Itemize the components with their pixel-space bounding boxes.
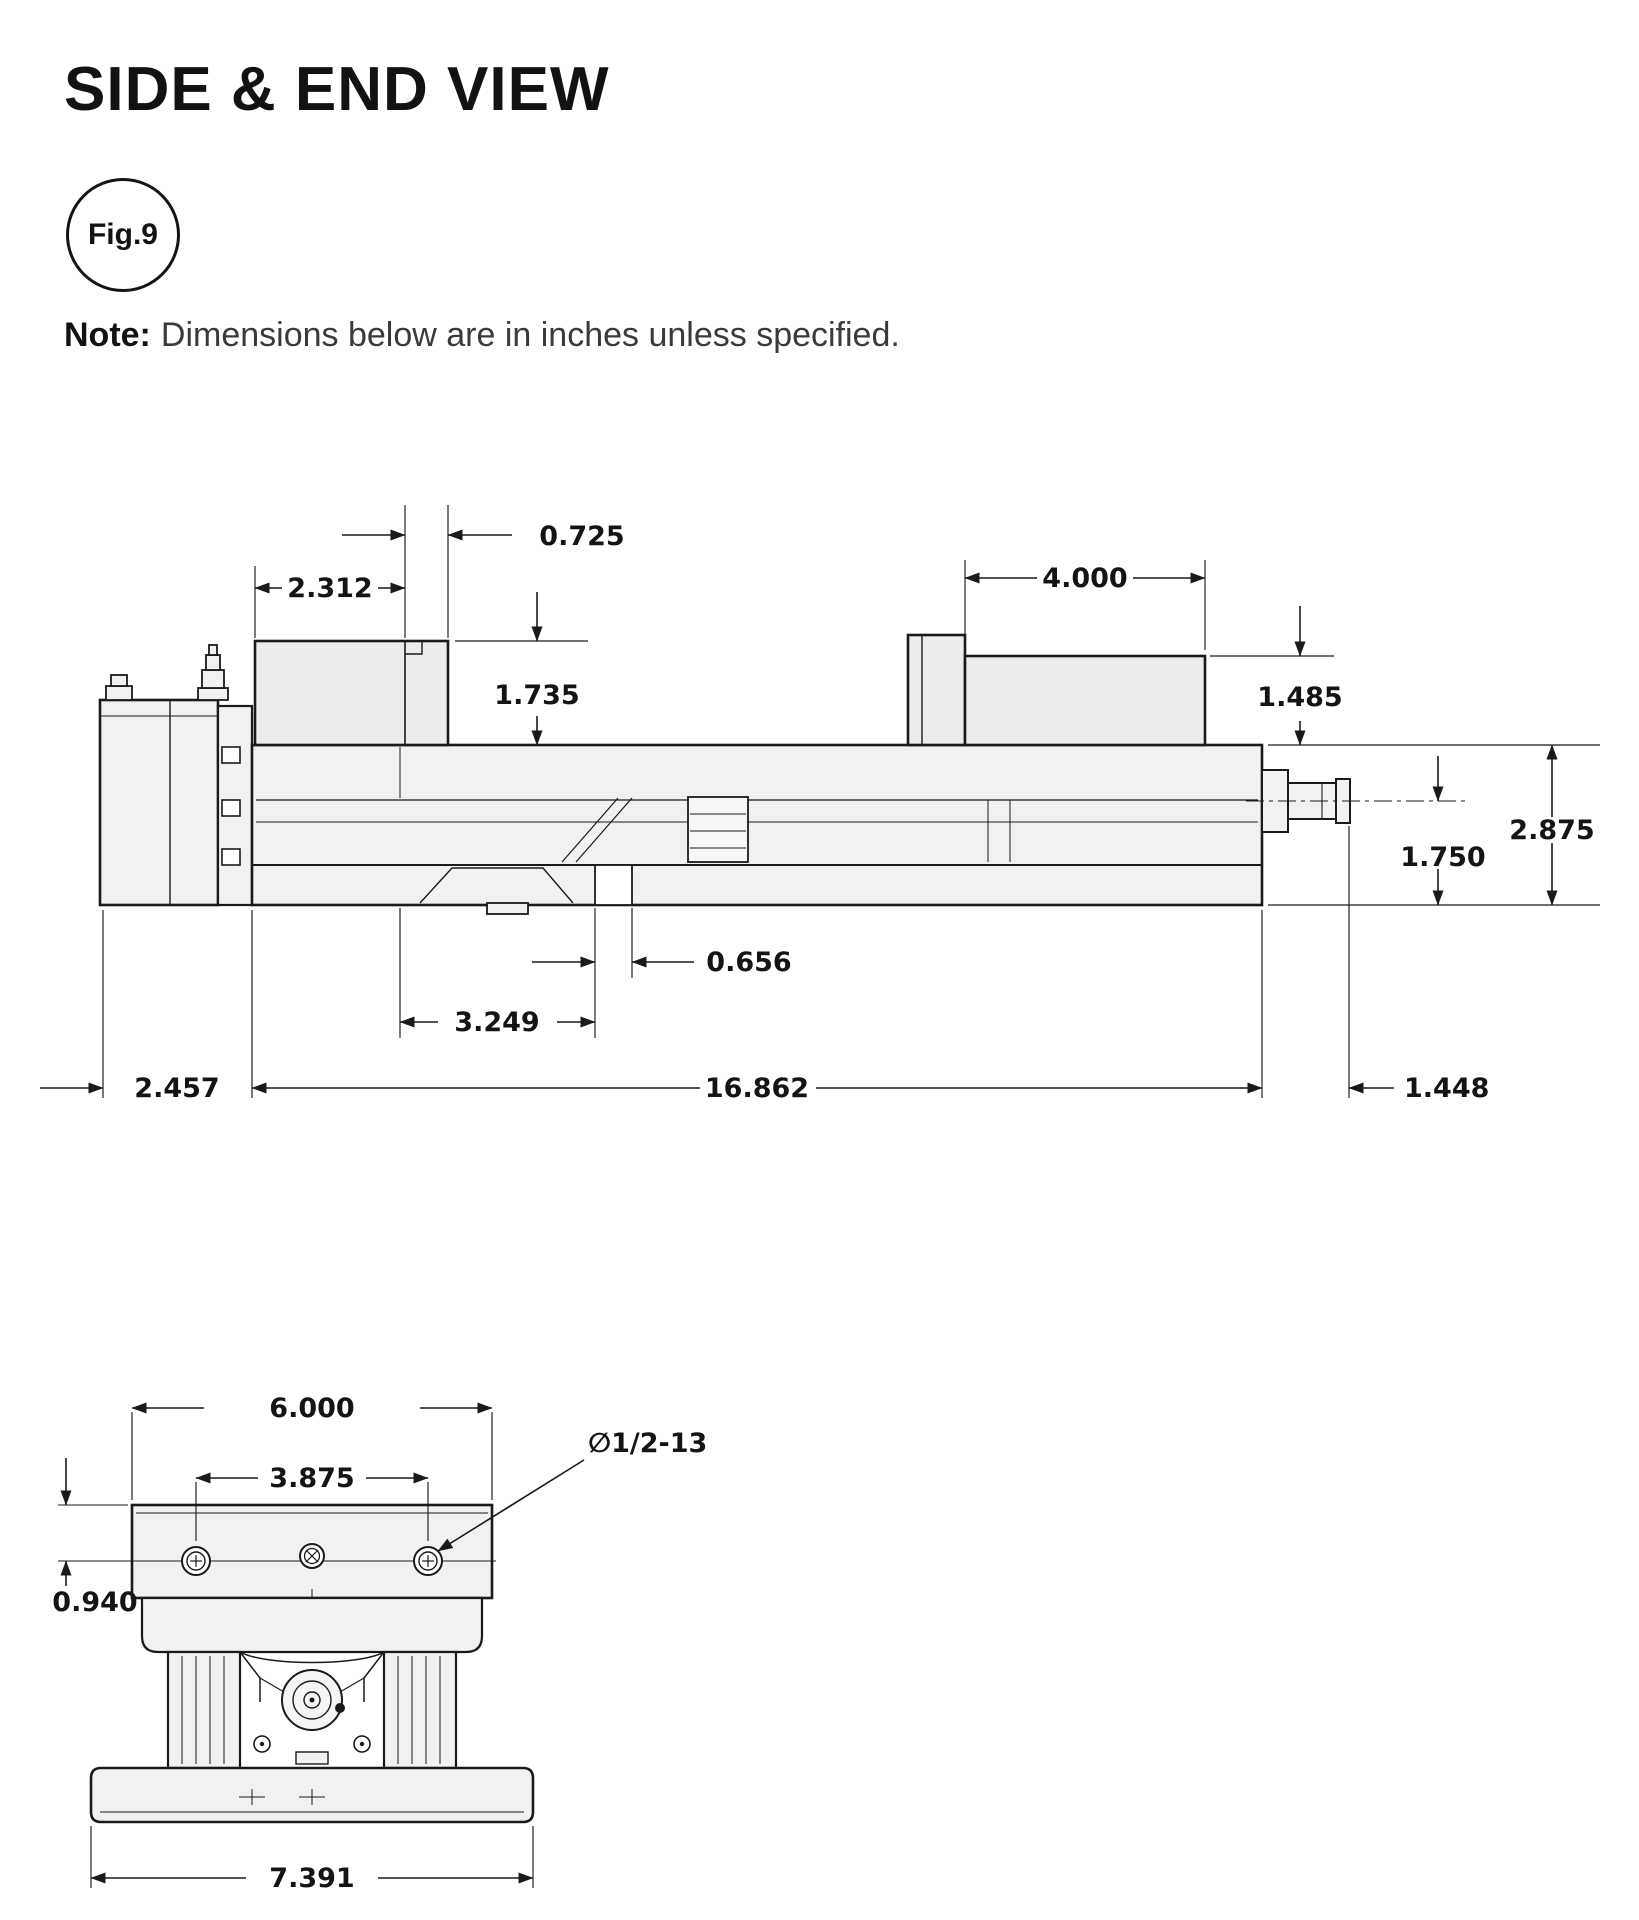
end-foot-left xyxy=(166,1650,242,1770)
mount-hole-left xyxy=(181,1546,211,1576)
dim-label-body-length: 16.862 xyxy=(705,1073,809,1104)
dim-label-movable-jaw-height: 1.485 xyxy=(1257,682,1342,713)
mount-hole-right xyxy=(413,1546,443,1576)
base-center-mark-left xyxy=(239,1789,265,1805)
end-clamp-mechanism xyxy=(239,1651,385,1765)
dim-label-slot-offset: 3.249 xyxy=(454,1007,539,1038)
dim-actuator-length: 2.457 xyxy=(40,1073,220,1104)
fixed-jaw xyxy=(253,639,450,747)
page-title: SIDE & END VIEW xyxy=(64,55,610,124)
dim-slot-offset: 3.249 xyxy=(399,1007,596,1038)
dim-bolt-line-offset: 0.940 xyxy=(52,1458,138,1618)
thread-callout-label: ∅1/2-13 xyxy=(588,1428,707,1459)
note-bold: Note: xyxy=(64,316,151,354)
end-foot-right xyxy=(382,1650,458,1770)
figure-label: Fig.9 xyxy=(87,218,158,251)
thread-callout: ∅1/2-13 xyxy=(437,1428,707,1552)
dim-label-fixed-jaw-height: 1.735 xyxy=(494,680,579,711)
dim-slot-width: 0.656 xyxy=(532,947,792,978)
dim-movable-jaw-length: 4.000 xyxy=(964,563,1206,594)
hydraulic-cylinder xyxy=(98,644,229,907)
dim-top-width: 6.000 xyxy=(131,1393,493,1424)
end-view-drawing: 6.000 3.875 ∅1/2-13 0.940 7.391 xyxy=(52,1393,707,1894)
dim-label-top-width: 6.000 xyxy=(269,1393,354,1424)
dim-label-overall-height: 2.875 xyxy=(1509,815,1594,846)
dim-overall-height: 2.875 xyxy=(1509,744,1595,906)
side-view-drawing: 0.725 2.312 4.000 1.735 1.485 xyxy=(40,505,1600,1104)
note-text: Dimensions below are in inches unless sp… xyxy=(160,316,900,354)
key-slot xyxy=(594,864,633,906)
dim-label-jaw-plate-thickness: 0.725 xyxy=(539,521,624,552)
bed xyxy=(250,743,1264,907)
dim-base-width: 7.391 xyxy=(90,1863,534,1894)
dim-label-screw-centerline-height: 1.750 xyxy=(1400,842,1485,873)
cylinder-body xyxy=(98,698,220,907)
vise-body xyxy=(250,743,1264,915)
dim-label-fixed-jaw-length: 2.312 xyxy=(287,573,372,604)
note: Note:Dimensions below are in inches unle… xyxy=(64,316,900,355)
dim-label-slot-width: 0.656 xyxy=(706,947,791,978)
dim-screw-overhang: 1.448 xyxy=(1348,1073,1489,1104)
dim-label-actuator-length: 2.457 xyxy=(134,1073,219,1104)
center-fastener xyxy=(299,1543,325,1569)
dim-jaw-plate-thickness: 0.725 xyxy=(342,521,625,552)
end-mid-body xyxy=(140,1596,484,1664)
dim-fixed-jaw-length: 2.312 xyxy=(254,573,406,604)
dim-label-bolt-line-offset: 0.940 xyxy=(52,1587,137,1618)
base-key xyxy=(486,902,529,915)
end-top-block xyxy=(58,1503,496,1607)
dim-bolt-spacing: 3.875 xyxy=(195,1463,429,1494)
dim-label-screw-overhang: 1.448 xyxy=(1404,1073,1489,1104)
dim-movable-jaw-height: 1.485 xyxy=(1257,606,1343,746)
dim-screw-centerline-height: 1.750 xyxy=(1400,756,1486,906)
pin-dot xyxy=(335,1703,345,1713)
screw-nut-block xyxy=(687,796,749,863)
dim-label-movable-jaw-length: 4.000 xyxy=(1042,563,1127,594)
dim-label-base-width: 7.391 xyxy=(269,1863,354,1894)
grease-fitting xyxy=(197,644,229,701)
lead-screw xyxy=(1246,769,1470,833)
dim-label-bolt-spacing: 3.875 xyxy=(269,1463,354,1494)
base-center-mark-right xyxy=(299,1789,325,1805)
end-base-plate xyxy=(89,1766,535,1824)
dim-fixed-jaw-height: 1.735 xyxy=(494,592,580,746)
figure-badge: Fig.9 xyxy=(66,178,180,292)
dim-body-length: 16.862 xyxy=(251,1073,1263,1104)
mounting-plate xyxy=(216,704,254,907)
movable-jaw xyxy=(906,633,1207,747)
